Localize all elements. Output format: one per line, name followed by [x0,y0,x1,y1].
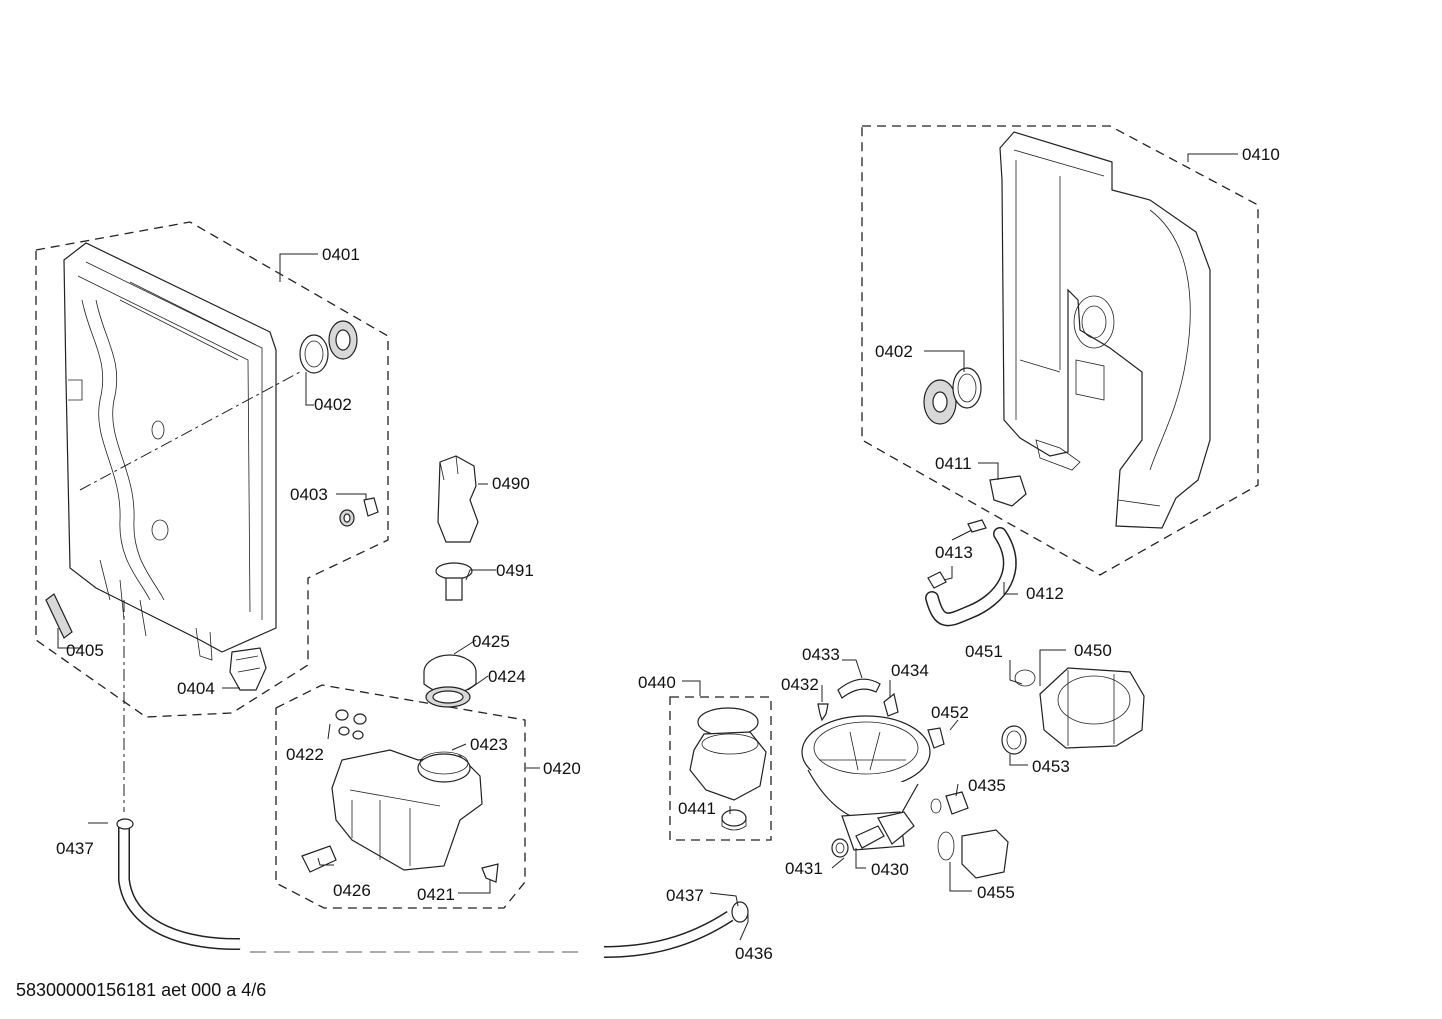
label-0411: 0411 [935,454,972,473]
pump-housing-0440 [689,707,767,801]
axis-line-0401 [79,371,301,491]
clip-0413-lower [927,571,947,589]
label-0425: 0425 [472,632,510,651]
side-panel-0401 [63,242,277,661]
arch-0433 [837,678,881,699]
label-0430: 0430 [871,860,909,879]
label-0426: 0426 [333,881,371,900]
label-0404: 0404 [177,679,215,698]
funnel-0490 [437,455,479,543]
clip-0421 [481,863,499,883]
seal-0423 [419,751,469,775]
label-0453: 0453 [1032,757,1070,776]
label-0403: 0403 [290,485,328,504]
label-0452: 0452 [931,703,969,722]
label-0431: 0431 [785,859,823,878]
label-0421: 0421 [417,885,455,904]
clip-0405 [45,593,73,639]
label-0432: 0432 [781,675,819,694]
label-0402-left: 0402 [314,395,352,414]
seal-rings-0402-right [923,367,982,425]
sensor-0411 [989,475,1027,507]
label-0422: 0422 [286,745,324,764]
group-outline-0401 [35,221,389,718]
seal-rings-0402-left [299,320,358,374]
label-0420: 0420 [543,759,581,778]
seal-0424 [425,686,471,708]
label-0490: 0490 [492,474,530,493]
part-labels: 0401 0402 0403 0404 0405 0410 0402 0411 … [56,145,1280,963]
leader-lines [57,153,1238,941]
heat-pump-0450 [1039,667,1145,749]
group-outline-0440 [669,696,772,841]
screw-0432 [817,703,829,722]
label-0437-right: 0437 [666,886,704,905]
sump-0430 [801,715,931,851]
label-0491: 0491 [496,561,534,580]
label-0435: 0435 [968,776,1006,795]
label-0412: 0412 [1026,584,1064,603]
label-0436: 0436 [735,944,773,963]
clip-0413-upper [967,519,987,533]
fitting-0403 [339,497,379,527]
label-0405: 0405 [66,641,104,660]
impeller-0441 [721,809,747,831]
label-0423: 0423 [470,735,508,754]
seal-0453 [1001,725,1027,755]
label-0441: 0441 [678,799,716,818]
valve-0435 [930,791,969,815]
label-0434: 0434 [891,661,929,680]
clip-0434 [883,692,899,717]
sensor-0404 [229,647,267,691]
clamp-0451 [1014,669,1036,687]
label-0450: 0450 [1074,641,1112,660]
label-0410: 0410 [1242,145,1280,164]
drain-hose-0437 [116,818,734,958]
label-0451: 0451 [965,642,1003,661]
pump-0455 [937,829,1009,879]
label-0440: 0440 [638,673,676,692]
label-0401: 0401 [322,245,360,264]
clip-0452 [927,727,945,749]
label-0433: 0433 [802,645,840,664]
cap-0491 [435,562,473,601]
label-0402-right: 0402 [875,342,913,361]
label-0437-left: 0437 [56,839,94,858]
group-outline-0410 [861,125,1259,576]
seals-0422 [335,709,367,740]
document-id-footer: 58300000156181 aet 000 a 4/6 [16,980,267,1000]
hose-end-0436 [731,901,749,923]
softener-0420 [331,749,483,871]
label-0413: 0413 [935,543,973,562]
sensor-0426 [301,845,337,873]
nut-0431 [831,838,849,858]
group-outline-0420 [275,684,526,909]
side-panel-0410 [999,131,1211,529]
label-0424: 0424 [488,667,526,686]
label-0455: 0455 [977,883,1015,902]
